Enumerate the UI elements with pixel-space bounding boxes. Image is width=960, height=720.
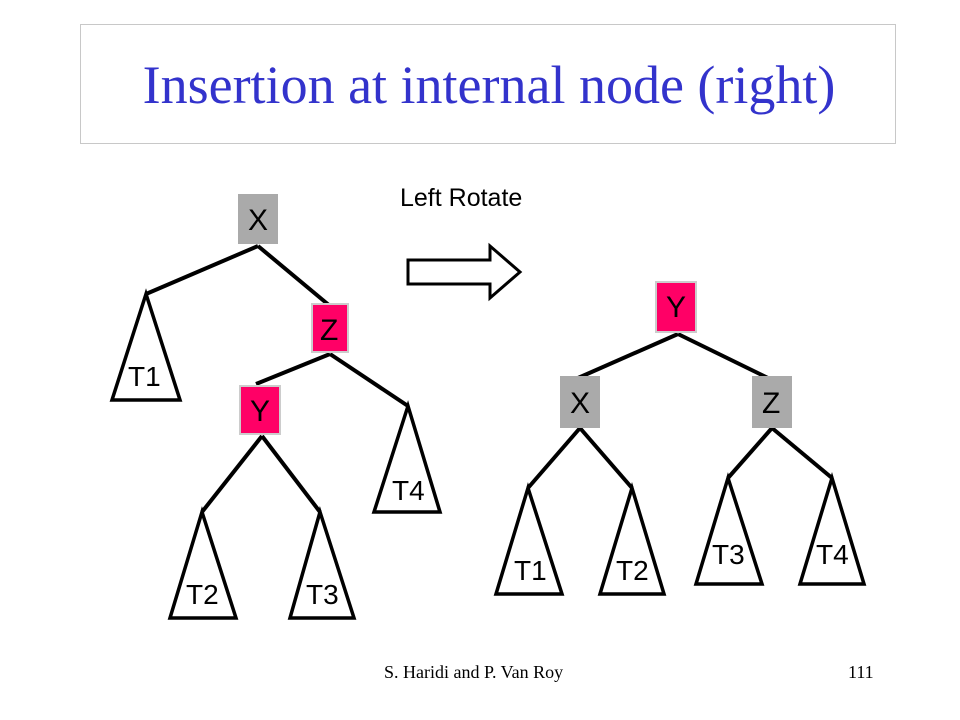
subtree-t4-label: T4 bbox=[392, 475, 425, 506]
edge-y-z bbox=[677, 332, 769, 380]
node-z-label: Z bbox=[320, 314, 338, 347]
node-y-label: Y bbox=[666, 291, 686, 324]
node-x-label: X bbox=[570, 387, 590, 420]
after-tree: T1 T2 T3 T4 Y X Z bbox=[493, 281, 867, 596]
edge-y-t3 bbox=[260, 434, 322, 514]
node-y bbox=[655, 281, 697, 333]
edge-x-t1 bbox=[145, 244, 259, 296]
operation-label: Left Rotate bbox=[400, 184, 522, 212]
edge-z-t3 bbox=[726, 426, 774, 480]
edge-x-t1 bbox=[526, 426, 582, 490]
subtree-t4-label: T4 bbox=[816, 539, 849, 570]
edge-z-t4 bbox=[328, 352, 410, 408]
subtree-t4-triangle bbox=[371, 400, 443, 514]
subtree-t1-triangle bbox=[493, 482, 565, 596]
edge-x-t2 bbox=[578, 426, 634, 490]
subtree-t2-label: T2 bbox=[186, 579, 219, 610]
subtree-t1-label: T1 bbox=[514, 555, 547, 586]
edge-y-x bbox=[577, 332, 679, 380]
node-x bbox=[560, 376, 600, 428]
edge-x-z bbox=[256, 244, 332, 308]
edge-y-t2 bbox=[200, 434, 264, 514]
right-arrow-icon bbox=[406, 242, 523, 302]
subtree-t2-triangle bbox=[597, 481, 667, 596]
node-y-label: Y bbox=[250, 395, 270, 428]
node-z-label: Z bbox=[762, 387, 780, 420]
subtree-t3-label: T3 bbox=[712, 539, 745, 570]
node-z bbox=[311, 303, 349, 353]
subtree-t1-label: T1 bbox=[128, 361, 161, 392]
edge-z-y bbox=[255, 352, 331, 386]
subtree-t3-label: T3 bbox=[306, 579, 339, 610]
node-z bbox=[752, 376, 792, 428]
node-y bbox=[239, 385, 281, 435]
subtree-t1-triangle bbox=[109, 288, 183, 402]
slide-title: Insertion at internal node (right) bbox=[142, 55, 836, 115]
subtree-t3-triangle bbox=[693, 472, 765, 586]
node-x-label: X bbox=[248, 204, 268, 237]
footer-author: S. Haridi and P. Van Roy bbox=[384, 662, 564, 682]
before-tree: T1 T4 T2 T3 X Z Y bbox=[109, 194, 443, 620]
subtree-t2-triangle bbox=[167, 506, 239, 620]
subtree-t2-label: T2 bbox=[616, 555, 649, 586]
subtree-t4-triangle bbox=[797, 471, 867, 586]
edge-z-t4 bbox=[770, 426, 834, 480]
title-box: Insertion at internal node (right) bbox=[80, 24, 896, 144]
subtree-t3-triangle bbox=[287, 505, 357, 620]
page-number: 111 bbox=[848, 662, 874, 682]
node-x bbox=[238, 194, 278, 244]
